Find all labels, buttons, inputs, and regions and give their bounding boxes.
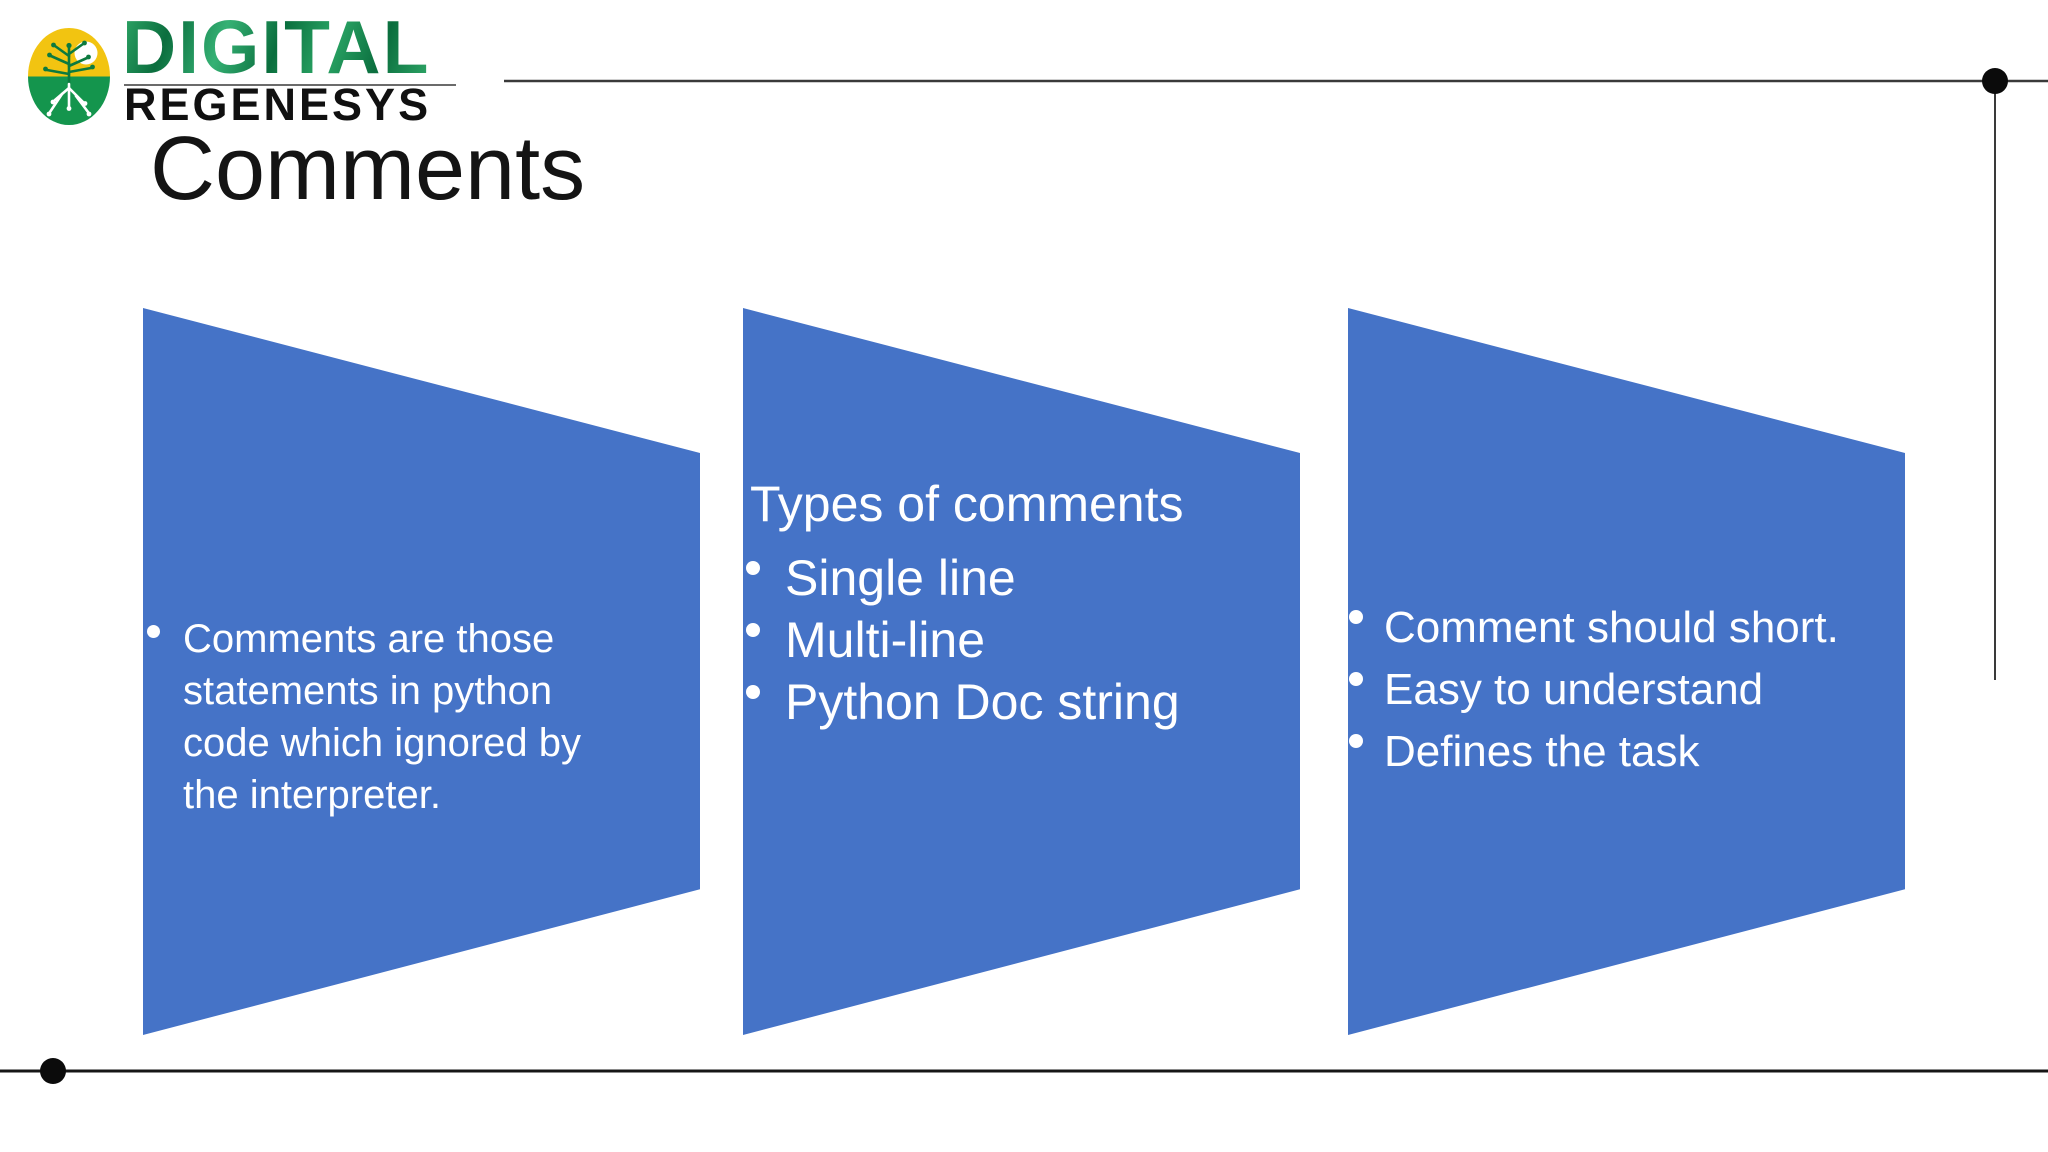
bullet-text: Easy to understand	[1384, 665, 1764, 714]
bullet-dot-icon	[746, 561, 760, 575]
list-item: Defines the task	[1349, 721, 1894, 783]
list-item: Comments are those statements in python …	[147, 613, 607, 821]
bullet-text: Defines the task	[1384, 727, 1700, 776]
chevron-shape-definition: Comments are those statements in python …	[143, 308, 700, 1035]
bullet-dot-icon	[746, 685, 760, 699]
bullet-dot-icon	[746, 623, 760, 637]
top-endpoint-dot	[1982, 68, 2008, 94]
list-item: Comment should short.	[1349, 597, 1894, 659]
logo-wordmark-regenesys: REGENESYS	[124, 79, 432, 130]
bullet-text: Python Doc string	[785, 674, 1180, 730]
panel-heading: Types of comments	[750, 476, 1184, 532]
chevron-shape-types: Types of comments Single line Multi-line…	[743, 308, 1300, 1035]
logo-divider	[124, 84, 456, 86]
logo-wordmark-digital: DIGITAL	[122, 5, 431, 89]
logo-tree-emblem-icon	[28, 28, 110, 125]
list-item: Easy to understand	[1349, 659, 1894, 721]
list-item: Multi-line	[746, 609, 1286, 671]
bullet-dot-icon	[1349, 610, 1363, 624]
slide-title: Comments	[150, 119, 586, 219]
bullet-dot-icon	[1349, 672, 1363, 686]
bottom-endpoint-dot	[40, 1058, 66, 1084]
list-item: Python Doc string	[746, 671, 1286, 733]
bullet-text: Comments are those statements in python …	[183, 617, 582, 817]
bullet-text: Comment should short.	[1384, 603, 1839, 652]
bullet-text: Single line	[785, 550, 1016, 606]
logo: DIGITAL REGENESYS	[0, 0, 520, 140]
bullet-text: Multi-line	[785, 612, 986, 668]
list-item: Single line	[746, 547, 1286, 609]
chevron-shape-guidelines: Comment should short. Easy to understand…	[1348, 308, 1905, 1035]
bullet-dot-icon	[147, 625, 160, 638]
bullet-dot-icon	[1349, 734, 1363, 748]
